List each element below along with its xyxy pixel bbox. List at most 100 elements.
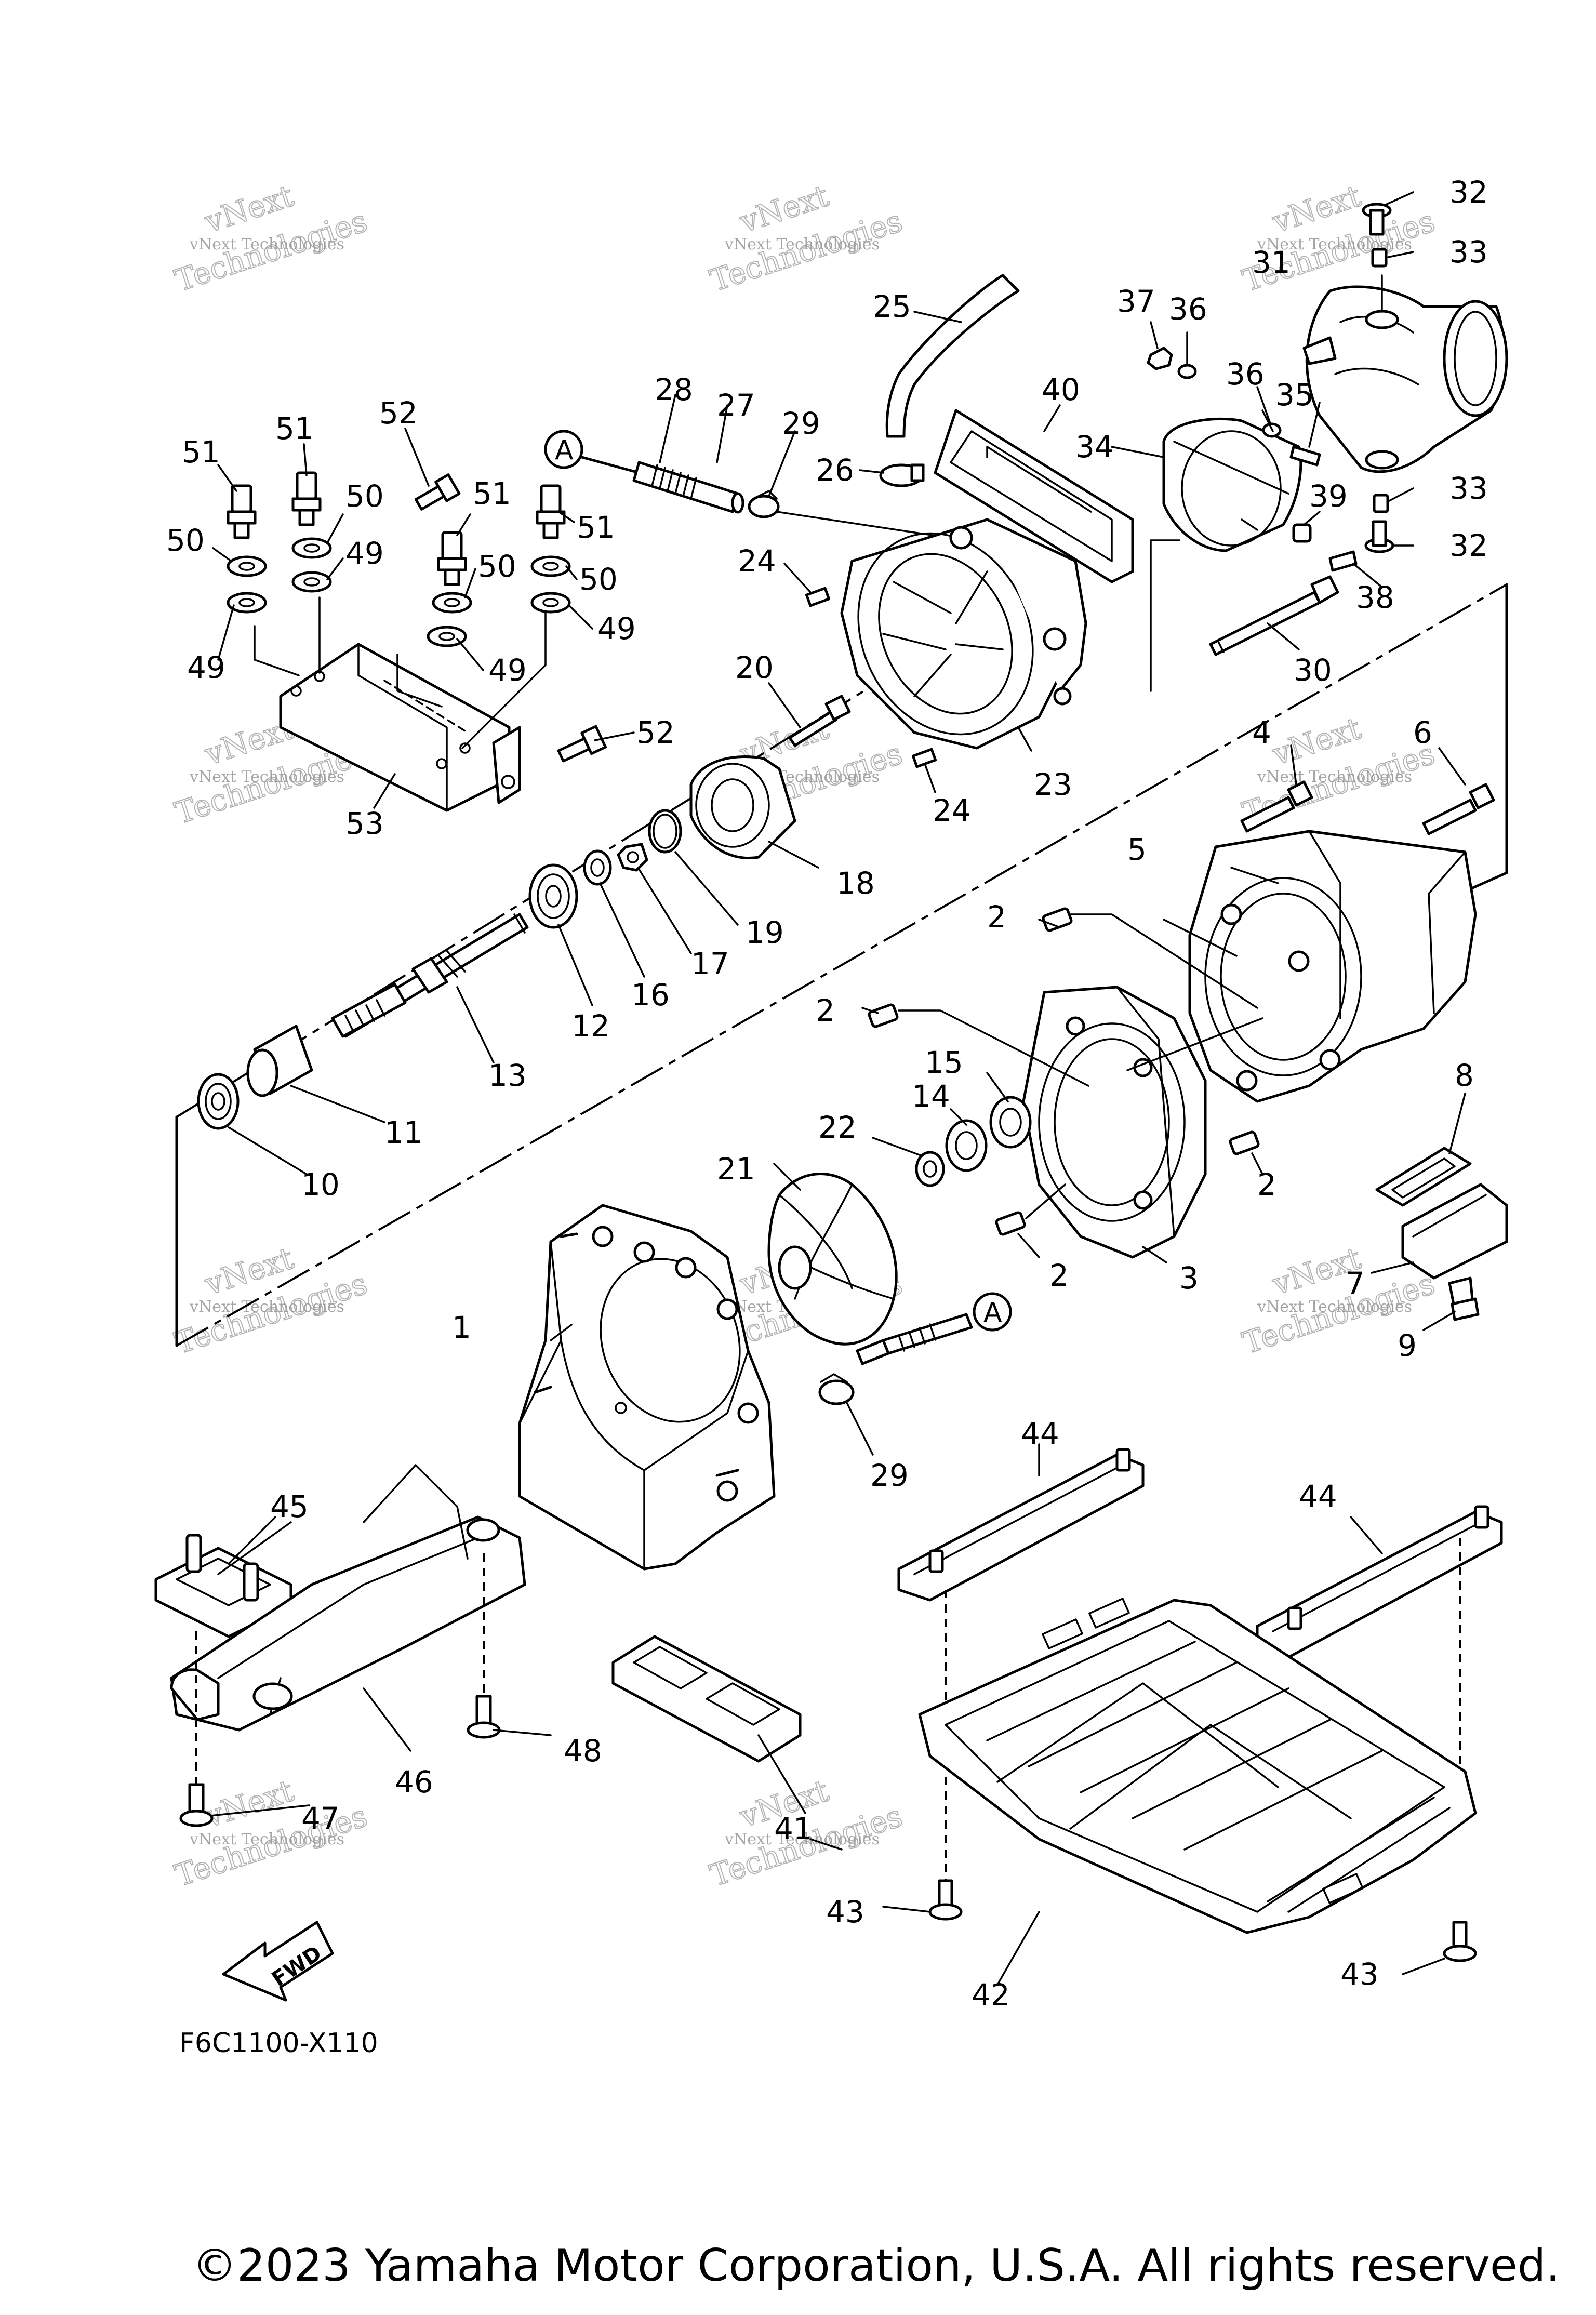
part-43-bolt-left <box>928 1879 963 1921</box>
callout-36: 36 <box>1226 356 1265 392</box>
callout-2: 2 <box>1257 1167 1276 1202</box>
callout-25: 25 <box>873 289 911 324</box>
callout-29: 29 <box>782 406 820 441</box>
connector-a-lower: A <box>856 1292 1012 1365</box>
part-41-grate-insert <box>611 1635 802 1763</box>
small-hardware-32-39 <box>1147 203 1394 572</box>
part-22-spacer <box>915 1151 945 1187</box>
part-42-intake-grate <box>918 1598 1477 1934</box>
callout-33: 33 <box>1449 471 1488 506</box>
assembly-axis-lines <box>175 539 1508 1347</box>
callout-39: 39 <box>1309 478 1348 514</box>
watermark: vNext vNext Technologies Technologies <box>1238 178 1440 299</box>
callout-11: 11 <box>384 1115 423 1150</box>
part-24-pins <box>805 587 937 768</box>
part-27-28-link-rod: A <box>544 430 744 514</box>
part-16-washer <box>583 849 612 886</box>
svg-text:vNext Technologies: vNext Technologies <box>1257 768 1412 786</box>
callout-13: 13 <box>488 1058 527 1093</box>
svg-text:vNext Technologies: vNext Technologies <box>189 235 344 254</box>
part-23-pump-housing <box>840 518 1087 750</box>
callout-4: 4 <box>1252 715 1271 750</box>
callout-53: 53 <box>345 806 384 841</box>
callout-52: 52 <box>636 715 675 750</box>
part-31-nozzle <box>1302 285 1508 473</box>
callout-17: 17 <box>691 946 729 981</box>
callout-49: 49 <box>488 653 527 688</box>
callout-50: 50 <box>478 549 516 584</box>
svg-text:vNext Technologies: vNext Technologies <box>1257 1298 1412 1316</box>
callout-33: 33 <box>1449 234 1488 270</box>
part-19-o-ring <box>648 809 682 854</box>
watermark: vNext vNext Technologies Technologies <box>170 1240 372 1362</box>
callout-42: 42 <box>972 1977 1010 2013</box>
callout-12: 12 <box>571 1008 610 1044</box>
part-46-bracket <box>170 1464 526 1732</box>
callout-52: 52 <box>379 395 418 431</box>
callout-41: 41 <box>774 1811 813 1846</box>
part-40-gasket <box>934 409 1134 583</box>
callout-5: 5 <box>1127 832 1147 867</box>
svg-text:vNext Technologies: vNext Technologies <box>189 1830 344 1848</box>
part-30-long-bolt <box>1209 575 1339 656</box>
callout-26: 26 <box>816 453 854 488</box>
watermark: vNext vNext Technologies Technologies <box>170 178 372 299</box>
fwd-arrow-icon: FWD <box>222 1921 334 2002</box>
callout-19: 19 <box>746 915 784 950</box>
callout-29: 29 <box>870 1458 909 1493</box>
copyright-notice: ©2023 Yamaha Motor Corporation, U.S.A. A… <box>192 2240 1560 2292</box>
callout-18: 18 <box>836 866 875 901</box>
callout-51: 51 <box>182 434 220 470</box>
svg-text:vNext Technologies: vNext Technologies <box>189 768 344 786</box>
part-34-ring <box>1162 417 1302 552</box>
watermark: vNext vNext Technologies Technologies <box>706 178 907 299</box>
callout-10: 10 <box>301 1167 340 1202</box>
svg-text:A: A <box>983 1297 1002 1328</box>
callout-3: 3 <box>1179 1260 1199 1296</box>
part-43-bolt-right <box>1443 1921 1477 1962</box>
part-5-impeller-housing <box>1188 830 1477 1103</box>
part-44-rail-left <box>897 1448 1145 1602</box>
callout-46: 46 <box>395 1764 433 1800</box>
part-6-bolt <box>1422 783 1495 835</box>
bolts-51-washers-49-50 <box>227 471 607 763</box>
callout-2: 2 <box>1049 1258 1069 1293</box>
callout-50: 50 <box>579 562 618 597</box>
callout-21: 21 <box>717 1151 755 1187</box>
callout-50: 50 <box>345 478 384 514</box>
svg-text:vNext Technologies: vNext Technologies <box>724 235 880 254</box>
callout-16: 16 <box>631 977 670 1013</box>
callout-32: 32 <box>1449 175 1488 210</box>
callout-30: 30 <box>1294 653 1332 688</box>
part-20-bolt <box>788 695 851 747</box>
callout-31: 31 <box>1252 245 1291 280</box>
part-18-cap-housing <box>689 755 796 859</box>
part-4-bolt <box>1240 780 1313 833</box>
drawing-code: F6C1100-X110 <box>179 2028 378 2059</box>
callout-43: 43 <box>826 1894 864 1930</box>
callout-44: 44 <box>1021 1416 1059 1452</box>
callout-40: 40 <box>1042 372 1080 407</box>
callout-numbers: 1 2 2 2 2 3 4 5 6 7 8 9 10 11 12 13 14 1… <box>166 175 1488 2013</box>
callout-47: 47 <box>301 1801 340 1836</box>
part-13-drive-shaft <box>331 913 529 1038</box>
part-21-impeller <box>767 1173 898 1346</box>
callout-32: 32 <box>1449 528 1488 563</box>
callout-20: 20 <box>735 650 774 685</box>
part-7-plate <box>1401 1183 1508 1280</box>
callout-24: 24 <box>738 543 776 579</box>
callout-27: 27 <box>717 388 755 423</box>
callout-2: 2 <box>816 993 835 1028</box>
callout-36: 36 <box>1169 291 1207 327</box>
part-9-bolt <box>1448 1276 1480 1321</box>
part-26-hose-clamp <box>879 463 925 487</box>
callout-43: 43 <box>1340 1957 1379 1992</box>
leader-lines <box>209 191 1466 1986</box>
callout-34: 34 <box>1075 429 1114 464</box>
callout-51: 51 <box>275 411 314 446</box>
part-17-nut <box>617 843 648 872</box>
leader-lines-hardware <box>212 428 635 809</box>
part-14-seal <box>945 1119 988 1172</box>
callout-15: 15 <box>925 1045 963 1080</box>
